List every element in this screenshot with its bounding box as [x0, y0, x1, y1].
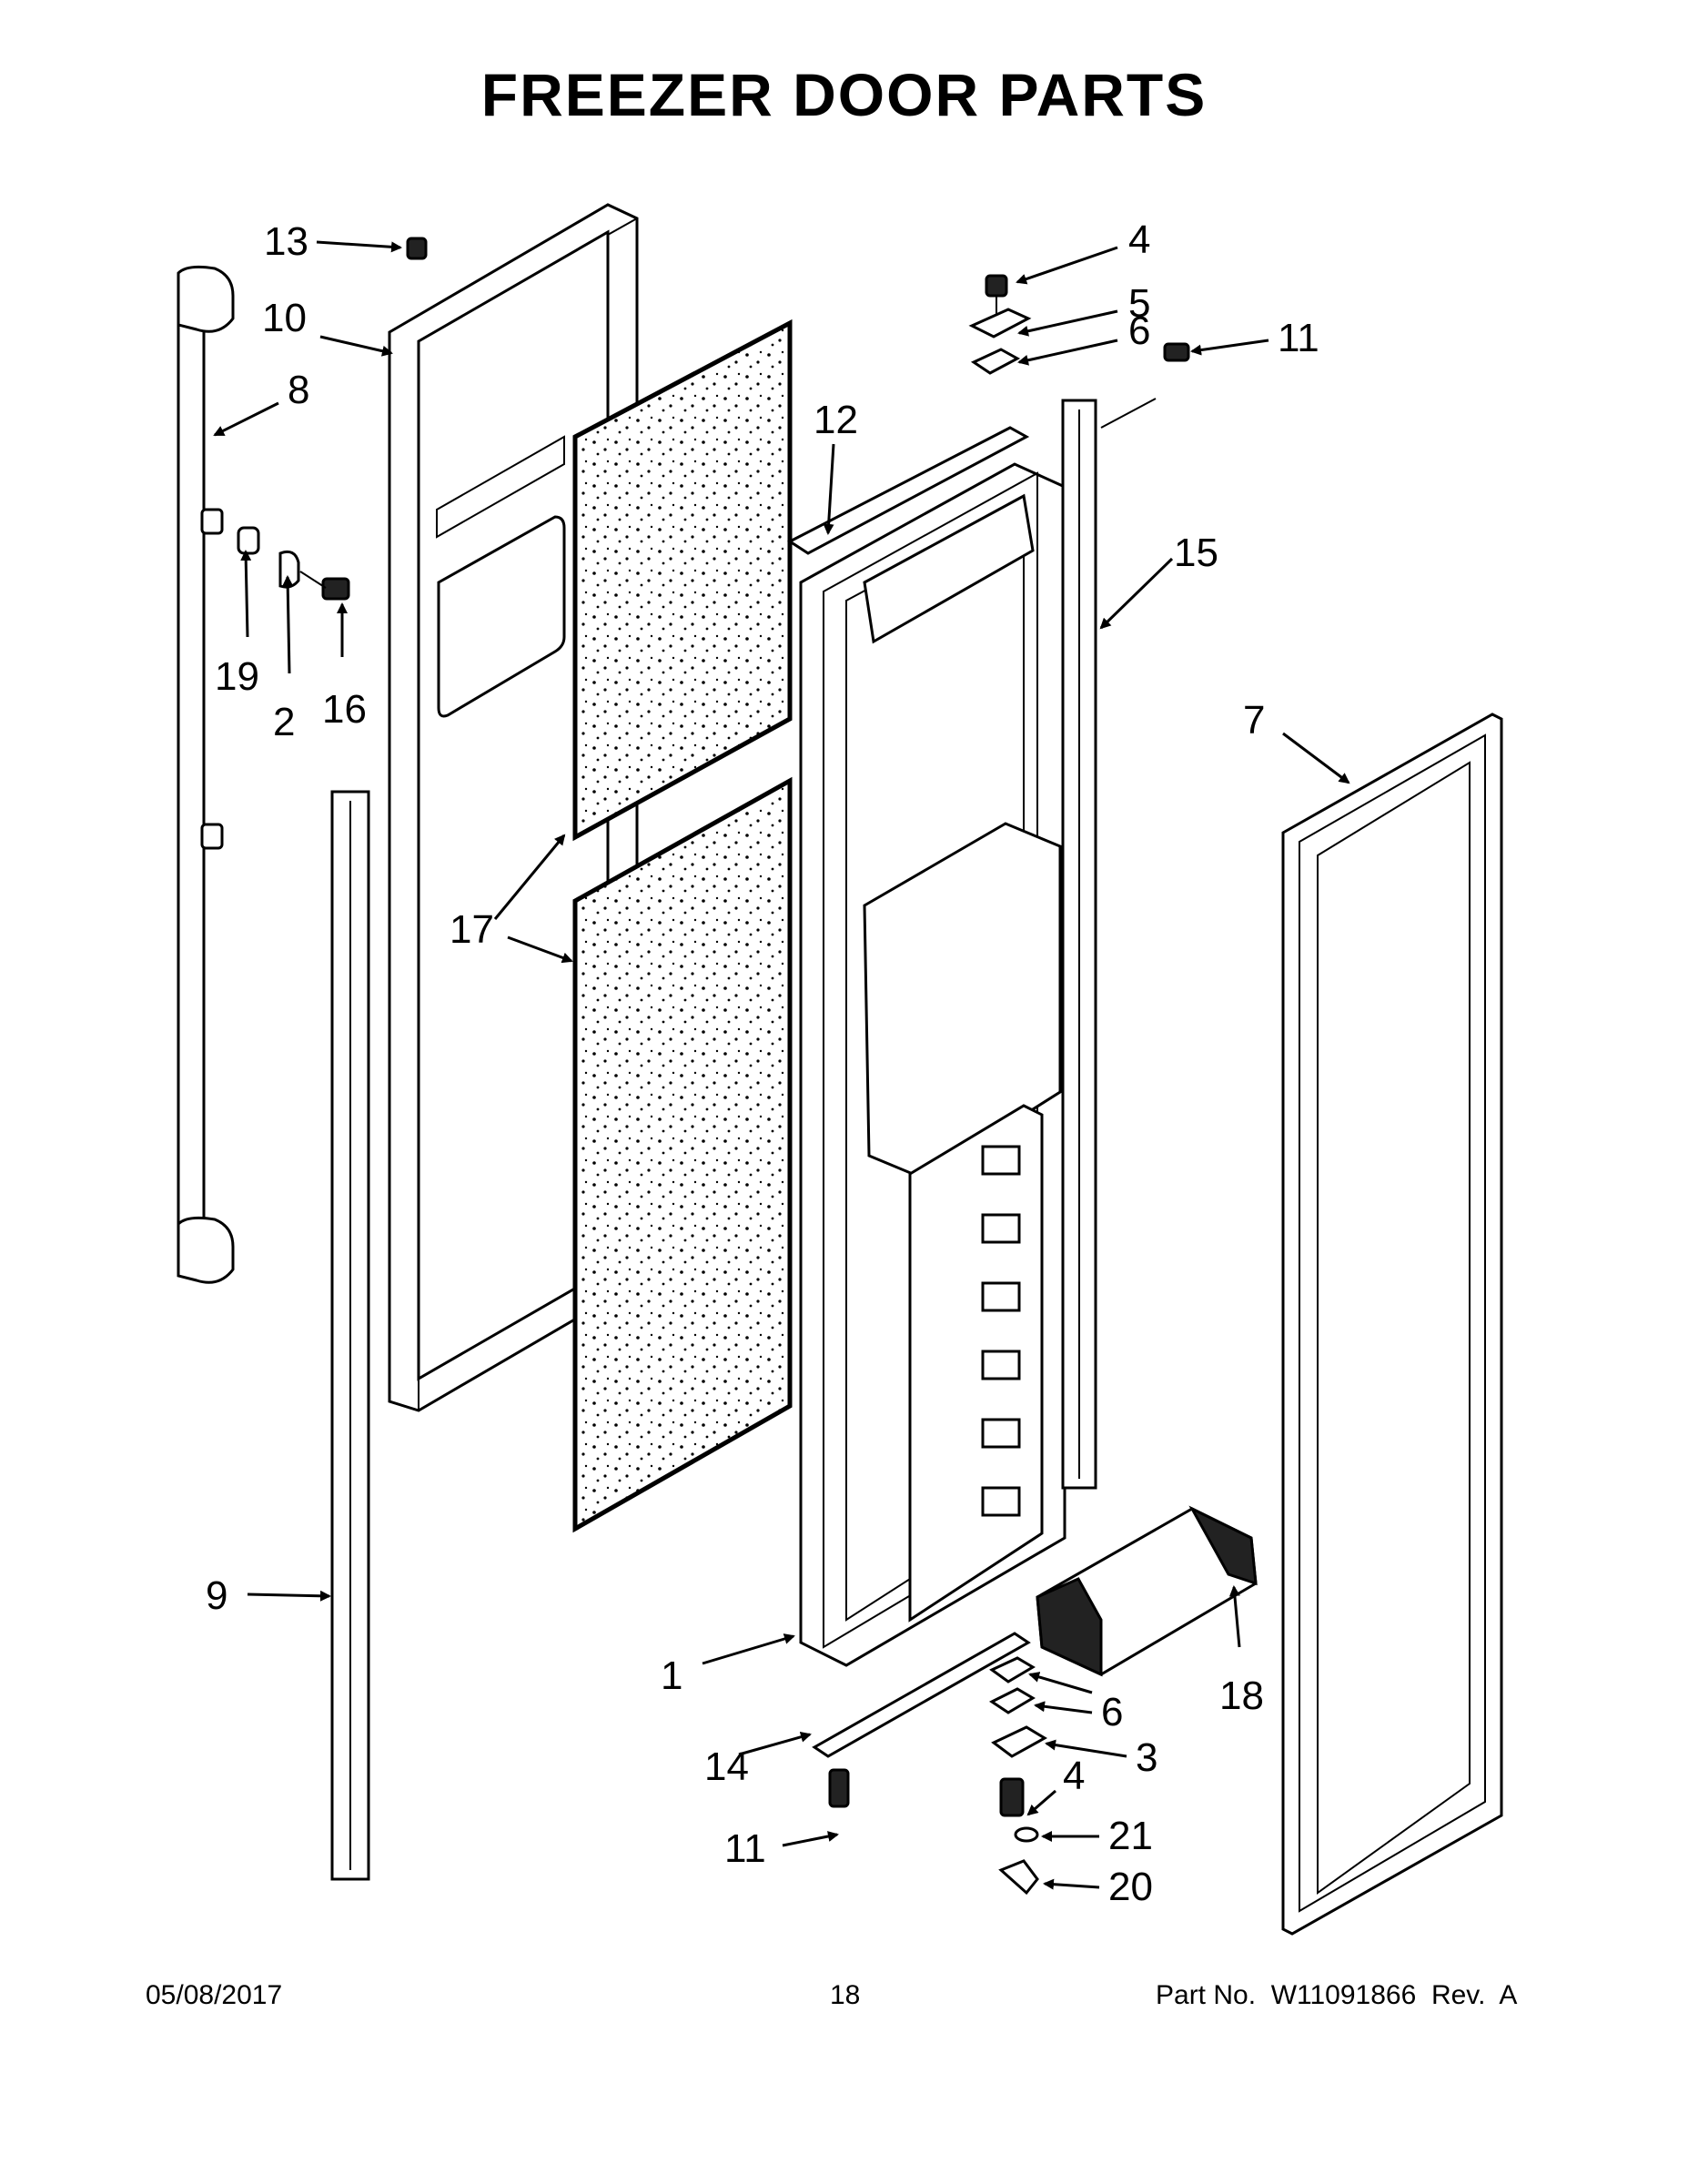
- callout-4-bottom: 4: [1063, 1754, 1085, 1798]
- side-trim-left: [330, 790, 370, 1881]
- callout-21: 21: [1108, 1814, 1153, 1858]
- door-gasket-part: [1281, 713, 1503, 1936]
- callout-labels: 13 10 8 19 2 16 17 9 4 5 6 11 12 15 7 1 …: [206, 217, 1319, 1909]
- footer-page-number: 18: [830, 1980, 861, 2010]
- callout-7: 7: [1243, 698, 1265, 743]
- callout-17: 17: [450, 907, 494, 952]
- callout-10: 10: [262, 296, 307, 340]
- callout-5: 5: [1128, 281, 1150, 326]
- page-title: FREEZER DOOR PARTS: [480, 61, 1208, 128]
- callout-6-top: 6: [1128, 308, 1150, 353]
- screw-13: [406, 237, 428, 260]
- callout-8: 8: [288, 368, 309, 412]
- callout-4-top: 4: [1128, 217, 1150, 262]
- callout-16: 16: [322, 687, 367, 732]
- callout-13: 13: [264, 219, 308, 264]
- shelf-clips: [981, 1145, 1021, 1517]
- top-hinge-hardware: [968, 274, 1190, 429]
- callout-6-bottom: 6: [1101, 1690, 1123, 1734]
- top-bracket: [787, 426, 1030, 555]
- bottom-hinge-hardware: [828, 1656, 1047, 1896]
- insulation-panels: [572, 318, 793, 1533]
- callout-11-bottom: 11: [724, 1826, 766, 1871]
- callout-14: 14: [704, 1744, 749, 1789]
- callout-2: 2: [273, 700, 295, 744]
- leader-arrows: [213, 240, 1350, 1890]
- callout-12: 12: [814, 398, 858, 442]
- bottom-bracket: [812, 1632, 1031, 1758]
- callout-18: 18: [1219, 1673, 1264, 1718]
- handle-fasteners: [237, 526, 350, 601]
- footer-date: 05/08/2017: [146, 1980, 283, 2010]
- door-panel-part: [799, 462, 1066, 1667]
- callout-11-top: 11: [1278, 316, 1319, 360]
- door-bin-part: [1036, 1505, 1258, 1677]
- callout-3: 3: [1136, 1735, 1157, 1780]
- side-trim-right: [1061, 399, 1097, 1490]
- footer-part-number: Part No. W11091866 Rev. A: [1156, 1980, 1518, 2010]
- callout-1: 1: [661, 1653, 682, 1698]
- callout-19: 19: [215, 654, 259, 699]
- callout-9: 9: [206, 1573, 227, 1618]
- callout-15: 15: [1174, 531, 1218, 575]
- handle-part: [177, 265, 235, 1284]
- callout-20: 20: [1108, 1865, 1153, 1909]
